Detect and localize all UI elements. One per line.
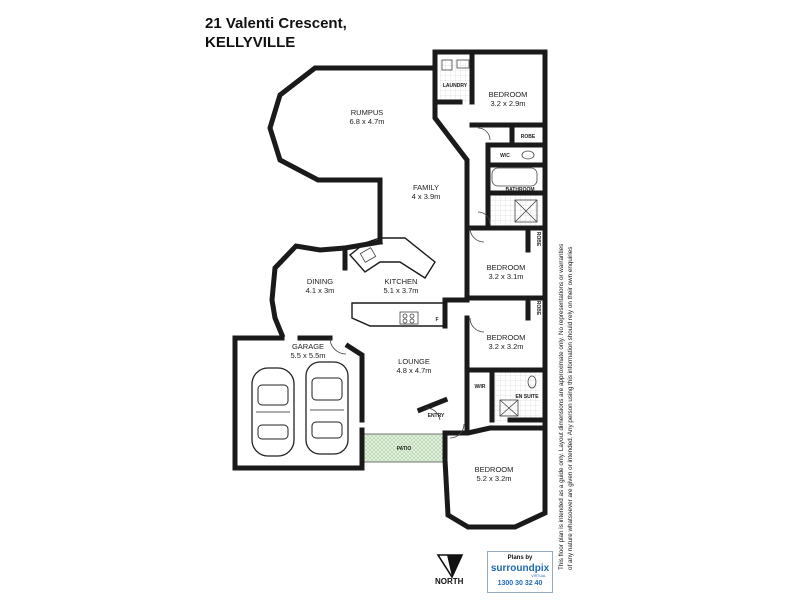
room-bedroom-4-name: BEDROOM [475,465,514,474]
patio-area [363,433,445,463]
wir-label: W/IR [474,384,485,390]
kitchen-benches [348,237,446,327]
laundry-label: LAUNDRY [443,83,468,89]
north-label: NORTH [435,577,464,586]
robe-label: ROBE [521,134,536,140]
ensuite-label: EN SUITE [515,394,539,400]
room-bedroom-3-name: BEDROOM [487,333,526,342]
address-line-2: KELLYVILLE [205,34,296,51]
room-kitchen-dims: 5.1 x 3.7m [383,286,418,295]
north-arrow-icon [436,554,464,579]
logo-phone: 1300 30 32 40 [497,580,543,587]
car-right-icon [305,361,349,455]
disclaimer-text: This floor plan is intended as a guide o… [558,243,574,570]
laundry-floor [440,60,472,102]
fixtures [329,59,538,439]
robe-vertical-2-label: ROBE [535,301,541,316]
car-left-icon [251,367,295,457]
wc-label: W/C [500,153,510,159]
fridge-label: F [435,317,438,323]
bathroom-label: BATHROOM [505,187,534,193]
room-bedroom-2-dims: 3.2 x 3.1m [488,272,523,281]
room-family-dims: 4 x 3.9m [412,192,441,201]
interior-walls [342,49,548,431]
room-bedroom-3-dims: 3.2 x 3.2m [488,342,523,351]
surroundpix-logo: Plans by surroundpix VIRTUAL 1300 30 32 … [487,551,553,593]
room-dining-dims: 4.1 x 3m [306,286,335,295]
robe-vertical-1-label: ROBE [535,232,541,247]
room-family-name: FAMILY [413,183,439,192]
logo-brand: surroundpix [490,563,550,574]
room-garage-name: GARAGE [292,342,324,351]
room-bedroom-1-name: BEDROOM [489,90,528,99]
room-dining-name: DINING [307,277,333,286]
room-labels: RUMPUS 6.8 x 4.7m FAMILY 4 x 3.9m DINING… [290,90,527,483]
entry-label: ENTRY [428,413,445,419]
room-lounge-name: LOUNGE [398,357,430,366]
logo-tagline: VIRTUAL [531,574,546,578]
room-rumpus-dims: 6.8 x 4.7m [349,117,384,126]
room-bedroom-4-dims: 5.2 x 3.2m [476,474,511,483]
room-rumpus-name: RUMPUS [351,108,384,117]
patio-label: PATIO [397,446,412,452]
room-bedroom-2-name: BEDROOM [487,263,526,272]
address-line-1: 21 Valenti Crescent, [205,15,347,32]
logo-plans-by: Plans by [507,555,533,561]
room-lounge-dims: 4.8 x 4.7m [396,366,431,375]
room-bedroom-1-dims: 3.2 x 2.9m [490,99,525,108]
room-garage-dims: 5.5 x 5.5m [290,351,325,360]
small-labels: LAUNDRY ROBE W/C BATHROOM ROBE ROBE W/IR… [397,83,541,452]
room-kitchen-name: KITCHEN [385,277,418,286]
address-title: 21 Valenti Crescent, KELLYVILLE [205,14,347,52]
